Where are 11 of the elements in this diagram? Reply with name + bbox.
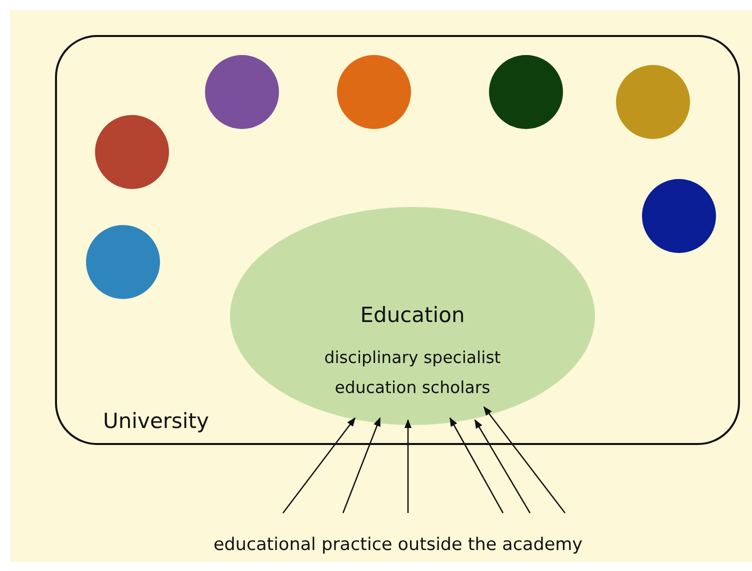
- frame-label: University: [103, 409, 209, 433]
- arrow: [404, 419, 412, 513]
- rounded-frame: [55, 35, 740, 445]
- arrow: [483, 406, 566, 514]
- arrow: [282, 417, 356, 514]
- arrow: [342, 417, 381, 514]
- ellipse-heading: Education: [360, 303, 465, 327]
- bottom-label: educational practice outside the academy: [213, 535, 582, 555]
- arrow: [449, 417, 504, 514]
- ellipse-text: disciplinary specialist education scholars: [323, 347, 502, 399]
- arrow: [474, 419, 531, 514]
